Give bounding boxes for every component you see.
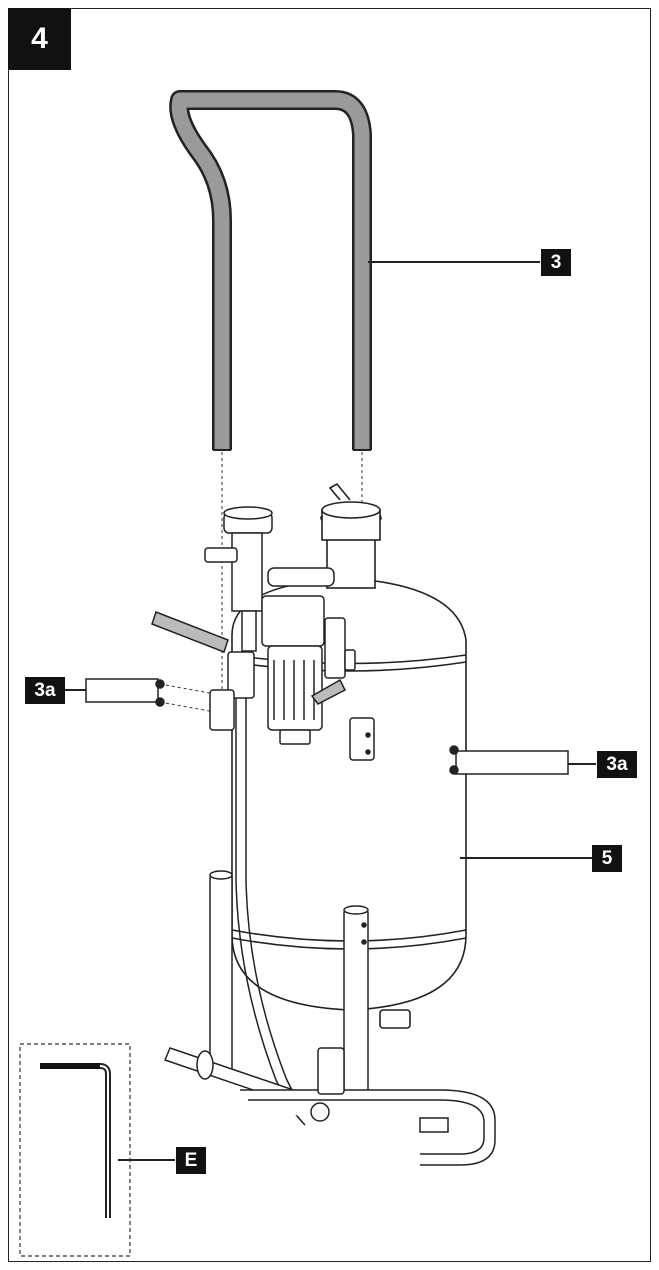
mount-sleeves	[209, 689, 375, 761]
callout-allen-key-e: E	[176, 1147, 206, 1174]
leader-lines	[64, 261, 596, 1161]
screw-boxes	[85, 678, 569, 775]
handle-part	[169, 90, 372, 451]
callout-handle-3: 3	[541, 249, 571, 276]
step-number-badge: 4	[8, 8, 71, 70]
trolley-frame	[163, 870, 496, 1166]
callout-screws-3a-right: 3a	[597, 751, 637, 778]
regulator-assembly	[151, 506, 356, 745]
callout-screws-3a-left: 3a	[25, 677, 65, 704]
allen-key-inset	[19, 1043, 131, 1257]
callout-tank-5: 5	[592, 845, 622, 872]
